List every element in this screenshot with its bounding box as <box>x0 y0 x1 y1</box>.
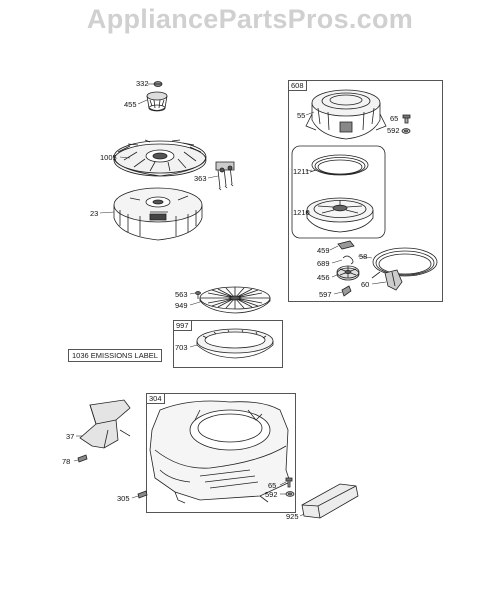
part-label-703: 703 <box>175 343 188 352</box>
cover-925-icon <box>302 484 358 518</box>
blower-housing-304-icon <box>150 401 290 503</box>
rotating-screen-949-icon <box>200 287 270 313</box>
screen-guard-tag: 997 <box>173 320 192 331</box>
washer-592-icon <box>402 129 410 134</box>
part-label-78: 78 <box>62 457 71 466</box>
screw-563-icon <box>196 292 201 300</box>
part-label-455: 455 <box>124 100 137 109</box>
starter-cup-455-icon <box>147 92 167 111</box>
part-label-55: 55 <box>297 111 306 120</box>
washer-592b-icon <box>286 492 294 497</box>
screen-guard-box <box>173 320 283 368</box>
flywheel-fan-1005-icon <box>114 140 206 176</box>
part-label-949: 949 <box>175 301 188 310</box>
part-label-592-bottom: 592 <box>265 490 278 499</box>
screen-guard-703-icon <box>197 329 273 358</box>
clip-689-icon <box>343 256 353 264</box>
part-label-332: 332 <box>136 79 149 88</box>
starter-assembly-tag: 608 <box>288 80 307 91</box>
screw-305-icon <box>138 491 147 498</box>
screw-78-icon <box>78 455 87 462</box>
part-label-1211: 1211 <box>293 167 310 176</box>
nut-332-icon <box>154 82 162 87</box>
part-label-563: 563 <box>175 290 188 299</box>
pawl-459-icon <box>338 241 354 249</box>
starter-assembly-box <box>288 80 443 302</box>
starter-handle-60-icon <box>385 270 402 290</box>
emissions-label-box: 1036 EMISSIONS LABEL <box>68 349 162 362</box>
part-label-1005: 1005 <box>100 153 117 162</box>
rewind-spring-1211-icon <box>310 155 368 175</box>
part-label-65-top: 65 <box>390 114 399 123</box>
starter-pulley-1210-icon <box>307 198 373 232</box>
part-label-305: 305 <box>117 494 130 503</box>
part-label-37: 37 <box>66 432 75 441</box>
spring-pulley-inner-box <box>292 146 385 238</box>
starter-housing-55-icon <box>306 90 386 139</box>
retainer-456-icon <box>337 266 359 280</box>
part-label-689: 689 <box>317 259 330 268</box>
part-label-592-top: 592 <box>387 126 400 135</box>
part-label-459: 459 <box>317 246 330 255</box>
watermark-logo: AppliancePartsPros.com <box>86 4 414 34</box>
flywheel-23-icon <box>114 188 202 240</box>
governor-bracket-363-icon <box>216 162 234 190</box>
part-label-1210: 1210 <box>293 208 310 217</box>
air-guide-37-icon <box>80 400 130 448</box>
blower-housing-tag: 304 <box>146 393 165 404</box>
part-label-456: 456 <box>317 273 330 282</box>
starter-rope-58-icon <box>372 248 437 278</box>
blower-housing-box <box>146 393 296 513</box>
part-label-23: 23 <box>90 209 99 218</box>
part-label-597: 597 <box>319 290 332 299</box>
screw-597-icon <box>342 286 351 296</box>
part-label-60: 60 <box>361 280 370 289</box>
part-label-363: 363 <box>194 174 207 183</box>
screw-65b-icon <box>286 478 292 487</box>
screw-65-icon <box>403 115 410 123</box>
leader-lines <box>74 84 386 516</box>
part-label-58: 58 <box>359 252 368 261</box>
part-label-65-bottom: 65 <box>268 481 277 490</box>
part-label-925: 925 <box>286 512 299 521</box>
